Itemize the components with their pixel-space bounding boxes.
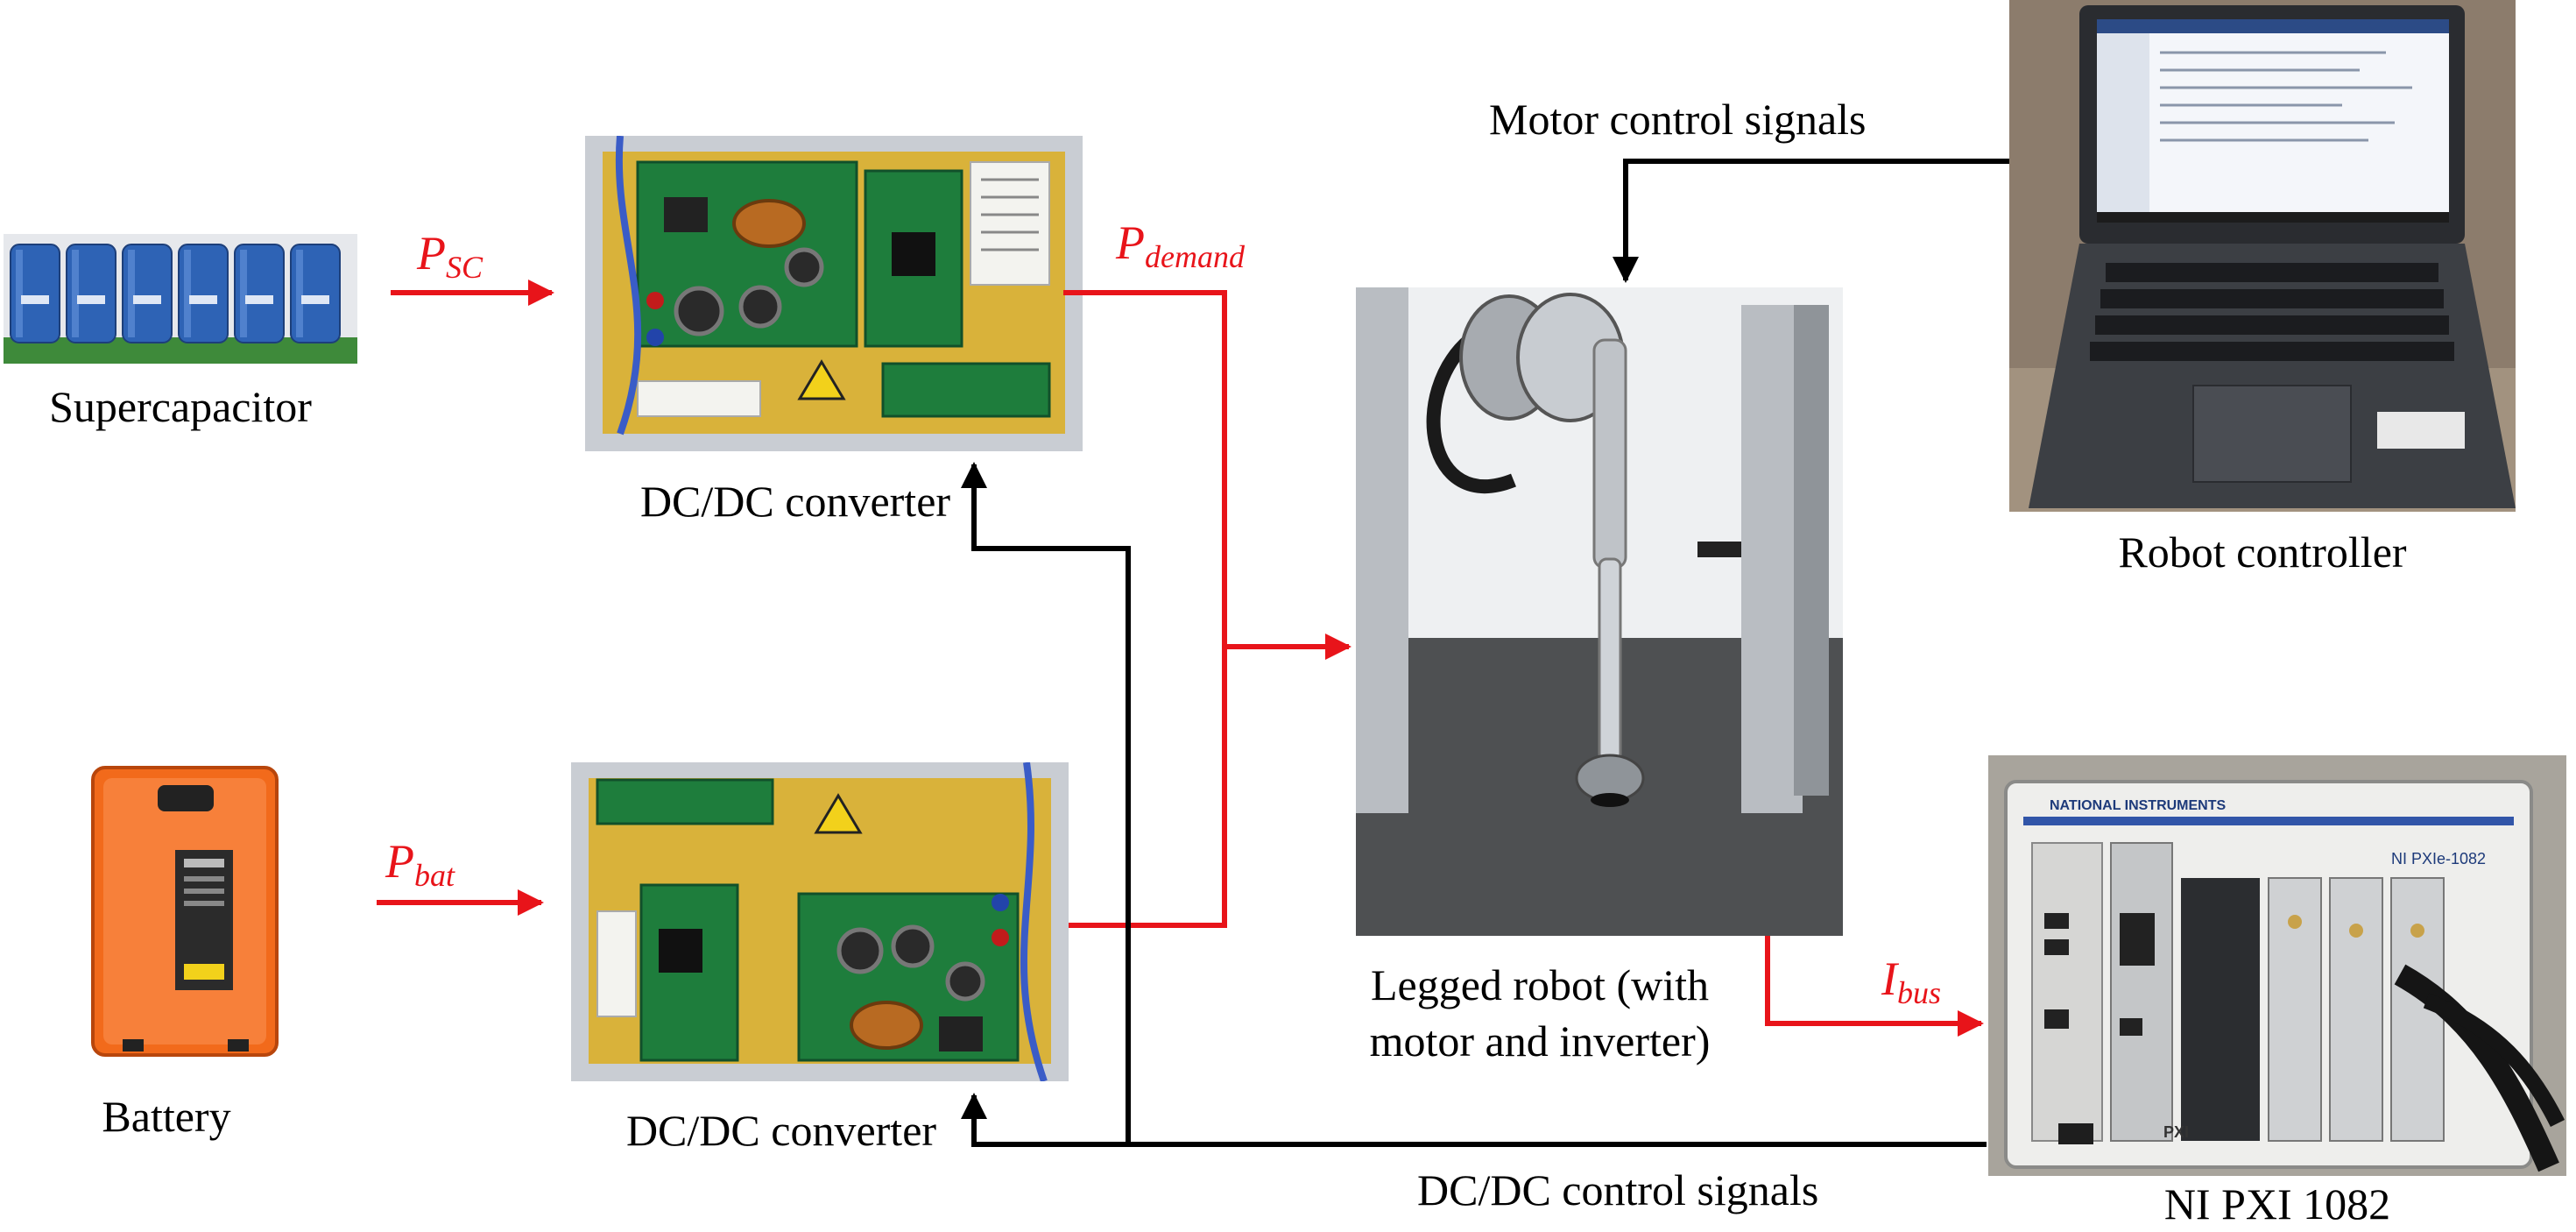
p-demand-base: P <box>1116 216 1145 269</box>
battery-photo <box>88 762 282 1060</box>
ni-brand-text: NATIONAL INSTRUMENTS <box>2050 798 2227 813</box>
legged-robot-label-line1: Legged robot (with <box>1370 960 1709 1009</box>
motor-control-signal-arrow <box>1613 159 2009 283</box>
motor-control-signals-label: Motor control signals <box>1489 95 1867 144</box>
dcdc-control-signals-label: DC/DC control signals <box>1417 1165 1819 1214</box>
dcdc-control-signal-arrow-bottom <box>961 1093 1987 1147</box>
p-sc-base: P <box>417 227 446 280</box>
p-demand-symbol: Pdemand <box>1116 219 1245 273</box>
i-bus-base: I <box>1881 952 1897 1005</box>
ni-model-text: NI PXIe-1082 <box>2391 850 2486 867</box>
p-sc-symbol: PSC <box>417 230 483 283</box>
dcdc-converter-top-label: DC/DC converter <box>639 477 951 526</box>
p-bat-sub: bat <box>414 858 455 893</box>
p-bat-base: P <box>385 835 414 888</box>
battery-label: Battery <box>102 1092 231 1141</box>
ni-pxi-photo: NATIONAL INSTRUMENTS NI PXIe-1082 PXI <box>1988 755 2566 1176</box>
p-demand-sub: demand <box>1145 239 1245 274</box>
dcdc-converter-bottom-photo <box>571 762 1069 1081</box>
legged-robot-label-line2: motor and inverter) <box>1369 1016 1711 1066</box>
p-bat-symbol: Pbat <box>385 838 455 891</box>
dcdc-converter-bottom-label: DC/DC converter <box>625 1106 937 1155</box>
supercapacitor-photo <box>4 234 357 364</box>
dcdc-converter-top-photo <box>585 136 1083 451</box>
p-sc-sub: SC <box>446 250 483 285</box>
i-bus-symbol: Ibus <box>1881 955 1941 1009</box>
pxi-badge-text: PXI <box>2163 1123 2189 1141</box>
robot-controller-photo <box>2009 0 2516 512</box>
dcdc-control-signal-arrow-top <box>961 462 1131 1144</box>
i-bus-sub: bus <box>1896 975 1941 1010</box>
i-bus-arrow <box>1765 936 1984 1037</box>
legged-robot-photo <box>1356 287 1843 936</box>
ni-pxi-label: NI PXI 1082 <box>2163 1179 2391 1228</box>
supercapacitor-label: Supercapacitor <box>49 382 312 431</box>
robot-controller-label: Robot controller <box>2118 527 2407 577</box>
p-demand-bus-line <box>1063 290 1227 928</box>
